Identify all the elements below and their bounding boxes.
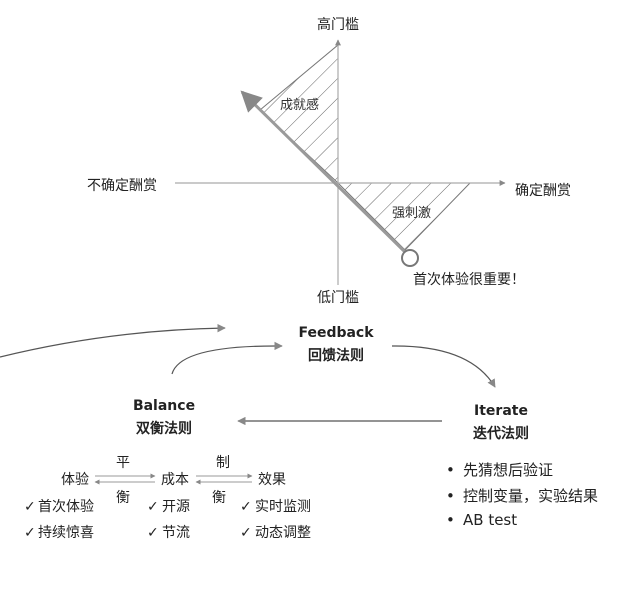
- list-item: 实时监测: [255, 499, 311, 515]
- check-icon: ✓: [24, 499, 36, 515]
- check-icon: ✓: [24, 525, 36, 541]
- arrow-left-to-feedback: [0, 323, 226, 358]
- balance-node-experience: 体验: [61, 472, 89, 488]
- iterate-list: • 先猜想后验证 • 控制变量，实验结果 • AB test: [446, 461, 598, 529]
- check-icon: ✓: [240, 499, 252, 515]
- bullet-icon: •: [446, 487, 455, 505]
- balance-checklist-effect: ✓ 实时监测 ✓ 动态调整: [240, 499, 311, 541]
- balance-arrow-label-right-bottom: 衡: [212, 490, 226, 506]
- list-item: 控制变量，实验结果: [463, 487, 598, 505]
- list-item: 首次体验: [38, 499, 94, 515]
- feedback-title-en: Feedback: [298, 325, 374, 341]
- list-item: 先猜想后验证: [463, 461, 553, 479]
- axis-bottom-label: 低门槛: [317, 290, 359, 306]
- iterate-title-en: Iterate: [474, 403, 528, 419]
- balance-title-zh: 双衡法则: [136, 420, 192, 437]
- list-item: 动态调整: [255, 525, 311, 541]
- axis-right-label: 确定酬赏: [515, 183, 571, 199]
- balance-title-en: Balance: [133, 398, 195, 414]
- upper-region-label: 成就感: [280, 97, 319, 113]
- feedback-title-zh: 回馈法则: [308, 347, 364, 364]
- balance-node-cost: 成本: [161, 472, 189, 488]
- list-item: AB test: [463, 511, 517, 529]
- balance-arrow-label-left-top: 平: [116, 455, 130, 471]
- balance-arrow-label-left-bottom: 衡: [116, 490, 130, 506]
- balance-checklist-cost: ✓ 开源 ✓ 节流: [147, 499, 190, 541]
- axis-top-label: 高门槛: [317, 16, 359, 33]
- check-icon: ✓: [240, 525, 252, 541]
- iterate-title-zh: 迭代法则: [473, 425, 529, 442]
- check-icon: ✓: [147, 525, 159, 541]
- bullet-icon: •: [446, 461, 455, 479]
- lower-region-label: 强刺激: [392, 206, 431, 221]
- list-item: 持续惊喜: [38, 524, 94, 541]
- bullet-icon: •: [446, 511, 455, 529]
- arrow-feedback-to-iterate: [391, 345, 496, 388]
- check-icon: ✓: [147, 499, 159, 515]
- upper-hatched-region: [259, 43, 339, 185]
- arrow-balance-to-feedback: [171, 341, 283, 375]
- axis-left-label: 不确定酬赏: [87, 178, 157, 194]
- start-point-marker: [401, 249, 419, 267]
- balance-arrow-label-right-top: 制: [216, 455, 230, 471]
- marker-note: 首次体验很重要！: [413, 272, 525, 288]
- list-item: 节流: [162, 525, 190, 541]
- list-item: 开源: [162, 499, 190, 515]
- diagonal-trend-line: [240, 90, 407, 254]
- balance-checklist-experience: ✓ 首次体验 ✓ 持续惊喜: [24, 499, 94, 541]
- balance-node-effect: 效果: [258, 472, 286, 488]
